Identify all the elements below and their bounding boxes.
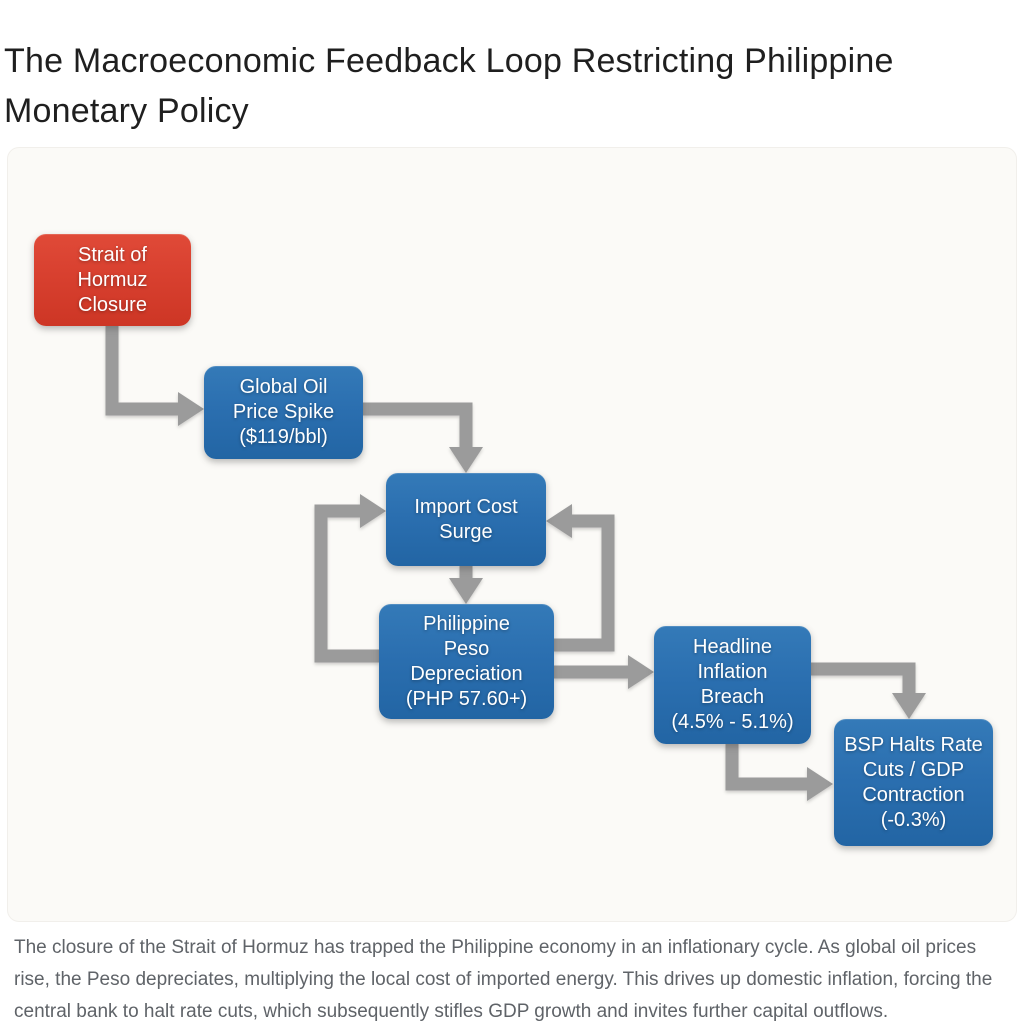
figure-caption: The closure of the Strait of Hormuz has … (14, 937, 993, 1022)
node-label: Headline Inflation Breach (4.5% - 5.1%) (671, 636, 794, 733)
edge-peso-to-inflation-arrow (554, 655, 654, 689)
node-label: Philippine Peso Depreciation (PHP 57.60+… (405, 612, 528, 710)
edge-peso-to-import-left-loop-arrow (314, 494, 386, 663)
edge-inflation-to-bsp-top-arrow (811, 662, 926, 719)
node-strait-of-hormuz-closure: Strait of Hormuz Closure (34, 234, 191, 326)
node-bsp-halts-rate-cuts: BSP Halts Rate Cuts / GDP Contraction (-… (834, 719, 993, 846)
node-label: Global Oil Price Spike ($119/bbl) (232, 376, 335, 448)
node-label: Import Cost Surge (414, 495, 518, 543)
node-label: BSP Halts Rate Cuts / GDP Contraction (-… (844, 733, 983, 831)
flowchart-arrows (105, 326, 926, 801)
edge-inflation-to-bsp-left-arrow (725, 744, 833, 801)
edge-import-to-peso-arrow (449, 566, 483, 604)
node-philippine-peso-depreciation: Philippine Peso Depreciation (PHP 57.60+… (379, 604, 554, 719)
edge-hormuz-to-oil-arrow (105, 326, 204, 426)
node-label: Strait of Hormuz Closure (77, 243, 148, 316)
edge-peso-to-import-right-loop-arrow (546, 504, 615, 652)
page-title: The Macroeconomic Feedback Loop Restrict… (4, 42, 894, 130)
node-headline-inflation-breach: Headline Inflation Breach (4.5% - 5.1%) (654, 626, 811, 744)
flowchart-panel: Strait of Hormuz Closure Global Oil Pric… (7, 147, 1017, 922)
node-global-oil-price-spike: Global Oil Price Spike ($119/bbl) (204, 366, 363, 459)
edge-oil-to-import-arrow (363, 402, 483, 473)
node-import-cost-surge: Import Cost Surge (386, 473, 546, 566)
